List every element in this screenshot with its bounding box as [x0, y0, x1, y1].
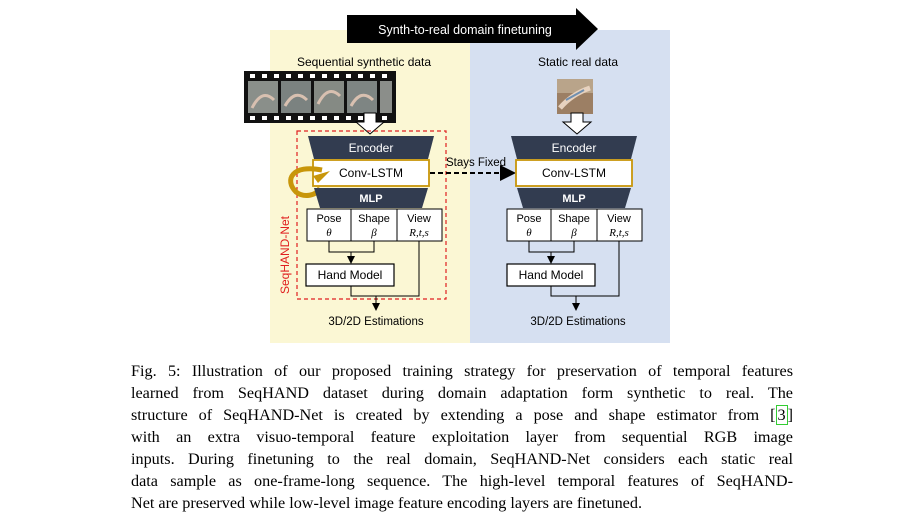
left-pose-label: Pose: [316, 213, 341, 225]
right-title: Static real data: [538, 55, 618, 69]
left-view-symbol: R,t,s: [408, 227, 429, 239]
right-encoder: Encoder: [511, 136, 637, 159]
caption-line-5: inputs. During finetuning to the real do…: [131, 450, 793, 468]
left-connectors: [328, 241, 420, 311]
caption-line-1: Fig. 5: Illustration of our proposed tra…: [131, 362, 793, 380]
caption-line-7: Net are preserved while low-level image …: [131, 494, 643, 512]
right-mlp-label: MLP: [562, 193, 585, 205]
left-param-boxes: Pose θ Shape β View R,t,s: [306, 208, 443, 242]
seqhand-net-label: SeqHAND-Net: [278, 215, 292, 294]
citation-link[interactable]: 3: [775, 405, 788, 425]
left-pose-symbol: θ: [326, 227, 332, 239]
left-hand-model: Hand Model: [305, 263, 395, 287]
right-view-label: View: [607, 213, 631, 225]
right-convlstm: Conv-LSTM: [515, 159, 633, 187]
caption-line-3-text: structure of SeqHAND-Net is created by e…: [131, 406, 771, 424]
figure-diagram: Synth-to-real domain finetuning Sequenti…: [244, 8, 670, 343]
real-hand-image: [557, 79, 593, 114]
right-input-arrow: [561, 112, 593, 135]
stays-fixed-label: Stays Fixed: [446, 157, 506, 169]
left-convlstm-label: Conv-LSTM: [339, 166, 403, 180]
right-hand-model: Hand Model: [506, 263, 596, 287]
left-mlp: MLP: [314, 188, 428, 208]
recurrent-loop-arrowhead: [313, 171, 330, 183]
left-output-label: 3D/2D Estimations: [328, 316, 423, 328]
left-mlp-label: MLP: [359, 193, 382, 205]
seqhand-net-box: [296, 130, 447, 300]
right-pose-label: Pose: [516, 213, 541, 225]
right-shape-label: Shape: [558, 213, 590, 225]
caption-line-3: structure of SeqHAND-Net is created by e…: [131, 405, 793, 425]
left-input-arrow: [354, 112, 386, 135]
caption-line-4: with an extra visuo-temporal feature exp…: [131, 428, 793, 446]
recurrent-loop-arrow: [288, 166, 323, 198]
domain-finetuning-banner: Synth-to-real domain finetuning: [347, 8, 598, 50]
right-hand-model-label: Hand Model: [519, 268, 584, 282]
left-encoder: Encoder: [308, 136, 434, 159]
left-title: Sequential synthetic data: [297, 55, 431, 69]
right-output-label: 3D/2D Estimations: [530, 316, 625, 328]
banner-text: Synth-to-real domain finetuning: [378, 23, 552, 37]
left-convlstm: Conv-LSTM: [312, 159, 430, 187]
right-view-symbol: R,t,s: [608, 227, 629, 239]
caption-line-2: learned from SeqHAND dataset during doma…: [131, 384, 793, 402]
right-mlp: MLP: [517, 188, 631, 208]
caption-line-6: data sample as one-frame-long sequence. …: [131, 472, 793, 490]
left-shape-label: Shape: [358, 213, 390, 225]
right-connectors: [528, 241, 620, 311]
right-param-boxes: Pose θ Shape β View R,t,s: [506, 208, 643, 242]
right-convlstm-label: Conv-LSTM: [542, 166, 606, 180]
right-encoder-label: Encoder: [552, 141, 597, 155]
right-pose-symbol: θ: [526, 227, 532, 239]
left-hand-model-label: Hand Model: [318, 268, 383, 282]
film-strip-image: [244, 71, 396, 123]
right-shape-symbol: β: [570, 227, 577, 239]
figure-caption: Fig. 5: Illustration of our proposed tra…: [131, 360, 793, 514]
left-encoder-label: Encoder: [349, 141, 394, 155]
left-view-label: View: [407, 213, 431, 225]
left-shape-symbol: β: [370, 227, 377, 239]
